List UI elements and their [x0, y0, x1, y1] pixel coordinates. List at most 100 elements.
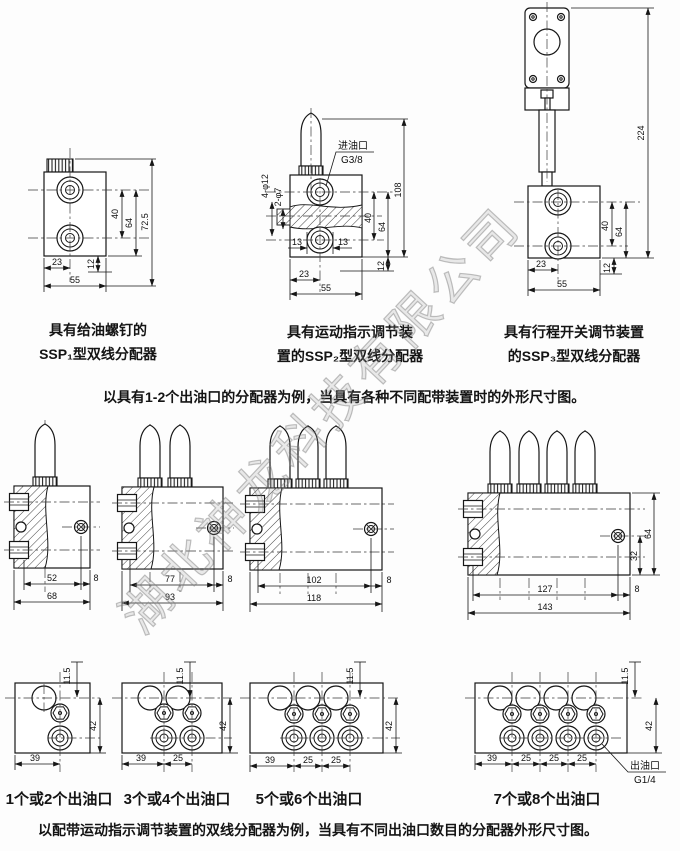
bottomview-3: 11.5 42 39 25 25: [240, 661, 402, 772]
side-stub: [276, 208, 291, 226]
switch-screw: [556, 74, 566, 84]
caption-ssp2-line1: 具有运动指示调节装: [287, 324, 413, 340]
caption-ssp3-line2: 的SSP₃型双线分配器: [507, 347, 641, 364]
center-hole: [251, 523, 263, 535]
caption-outlets-5-6: 5个或6个出油口: [255, 791, 363, 808]
dimension-lines: [13, 536, 91, 610]
indicator-dome: [516, 430, 542, 494]
caption-ssp1-line2: SSP₁型双线分配器: [39, 345, 157, 362]
dim-label: 64: [377, 222, 387, 232]
indicator-dome: [295, 425, 321, 489]
dim-label: 8: [634, 584, 639, 594]
dim-label: 11.5: [345, 668, 355, 685]
dim-label: 93: [165, 592, 175, 602]
dim-label: 42: [88, 721, 98, 731]
dim-label: 39: [265, 755, 275, 765]
dim-label: 13: [292, 237, 302, 247]
dim-label: 11.5: [62, 668, 72, 685]
sideview-2-outlets: 77 8 93: [112, 424, 234, 611]
dim-label: 39: [487, 753, 497, 763]
indicator-dome: [323, 425, 349, 489]
dim-label: 25: [521, 753, 531, 763]
caption-ssp2: 具有运动指示调节装 置的SSP₂型双线分配器: [252, 321, 448, 369]
dim-label: 127: [537, 584, 552, 594]
dim-label: 39: [30, 753, 40, 763]
dim-label: 55: [70, 275, 80, 285]
dim-label: 40: [600, 221, 610, 231]
note-bottom: 以配带运动指示调节装置的双线分配器为例，当具有不同出油口数目的分配器外形尺寸图。: [38, 822, 598, 838]
bottomview-2: 11.5 42 39 25: [112, 661, 238, 772]
caption-ssp2-line2: 置的SSP₂型双线分配器: [276, 347, 424, 364]
dim-label: 224: [636, 125, 646, 140]
dim-label: 102: [306, 575, 321, 585]
dimension-lines: [474, 661, 662, 770]
indicator-dome: [544, 430, 570, 494]
dim-label: 12: [602, 263, 612, 273]
caption-ssp1-line1: 具有给油螺钉的: [49, 322, 147, 338]
dim-label: 12: [376, 261, 386, 271]
dim-label: 13: [338, 237, 348, 247]
dim-label: 42: [218, 721, 228, 731]
bottomview-1: 11.5 42 39: [5, 661, 106, 772]
indicator-dome: [487, 430, 513, 494]
dim-label: 2-φ7: [273, 188, 283, 207]
dim-label: 12: [86, 259, 96, 269]
dim-label: 25: [549, 753, 559, 763]
dim-label: 108: [393, 182, 403, 197]
dim-label: 52: [47, 573, 57, 583]
dim-label: 11.5: [175, 668, 185, 685]
dim-label: 40: [110, 209, 120, 219]
bottomview-4: 出油口 G1/4 11.5 42 39 25 25 25: [465, 661, 666, 786]
outlet-thread-label: G1/4: [634, 775, 656, 786]
caption-outlets-3-4: 3个或4个出油口: [123, 791, 231, 808]
ssp2-inlet-callout: 进油口 G3/8: [325, 139, 374, 187]
dim-label: 25: [303, 755, 313, 765]
indicator-dome: [137, 424, 163, 488]
outlet-label: 出油口: [630, 759, 660, 772]
dim-label: 42: [384, 721, 394, 731]
center-hole: [469, 528, 481, 540]
inlet-thread-label: G3/8: [341, 155, 363, 166]
switch-plunger-tip: [544, 97, 551, 111]
dim-label: 25: [173, 753, 183, 763]
ssp3-dimension-lines: [527, 7, 654, 296]
switch-screw: [528, 74, 538, 84]
dim-label: 64: [614, 227, 624, 237]
caption-ssp1: 具有给油螺钉的 SSP₁型双线分配器: [18, 319, 178, 367]
sideview-4-outlets: 64 32 127 8 143: [458, 430, 660, 620]
dim-label: 64: [643, 529, 653, 539]
ssp2-dimension-lines: [269, 118, 408, 300]
outlet-callout: 出油口 G1/4: [601, 743, 666, 786]
dim-label: 11.5: [620, 668, 630, 685]
switch-screw: [528, 12, 538, 22]
ssp2-drawing: 进油口 G3/8 4-φ12 2-φ7 13 13 40 64: [260, 108, 408, 300]
dim-label: 23: [299, 269, 309, 279]
dim-label: 4-φ12: [260, 174, 270, 198]
indicator-dome: [32, 423, 58, 487]
dimension-lines: [121, 661, 238, 770]
inlet-label: 进油口: [338, 139, 368, 152]
indicator-dome: [267, 425, 293, 489]
dim-label: 23: [52, 257, 62, 267]
dim-label: 42: [644, 721, 654, 731]
dim-label: 72.5: [140, 213, 150, 231]
sideview-3-outlets: 102 8 118: [240, 425, 394, 612]
caption-outlets-7-8: 7个或8个出油口: [493, 791, 601, 808]
dim-label: 118: [307, 593, 321, 603]
dim-label: 8: [386, 575, 391, 585]
dimension-lines: [14, 661, 106, 770]
dim-label: 8: [227, 574, 232, 584]
dim-label: 32: [629, 551, 639, 561]
dimension-lines: [467, 492, 660, 620]
dim-label: 55: [321, 283, 331, 293]
dim-label: 55: [557, 279, 567, 289]
dim-label: 25: [577, 753, 587, 763]
dimension-lines: [249, 661, 402, 772]
internal-channel: [289, 204, 363, 230]
caption-ssp3-line1: 具有行程开关调节装置: [504, 324, 644, 340]
dimension-lines: [249, 538, 383, 612]
dim-label: 8: [93, 573, 98, 583]
note-top: 以具有1-2个出油口的分配器为例，当具有各种不同配带装置时的外形尺寸图。: [103, 389, 586, 405]
sideview-1-outlet: 52 8 68: [4, 420, 100, 610]
dim-label: 39: [136, 753, 146, 763]
